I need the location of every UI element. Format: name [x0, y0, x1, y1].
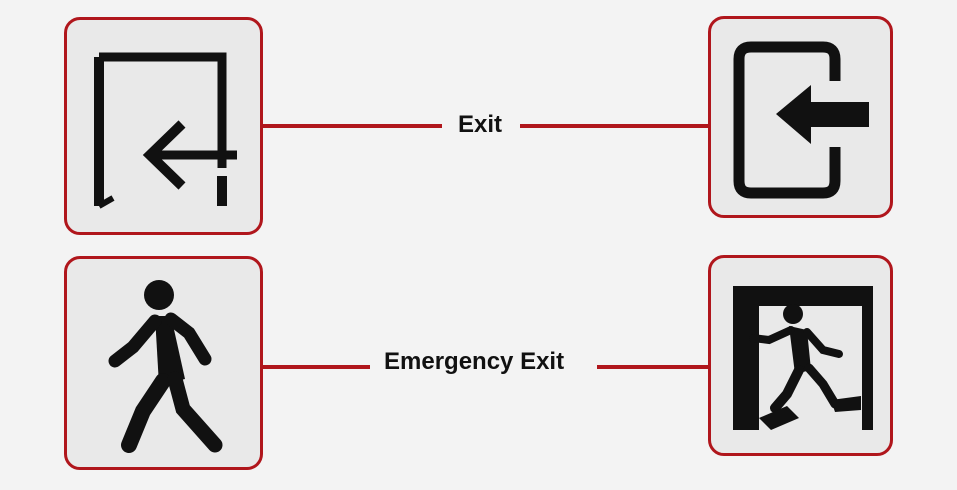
- emergency-exit-connector-right: [597, 365, 710, 369]
- exit-connector-right: [520, 124, 710, 128]
- door-exit-arrow-icon: [94, 52, 237, 209]
- running-person-exit-door-icon: [733, 286, 873, 430]
- emergency-exit-label: Emergency Exit: [378, 348, 571, 376]
- emergency-exit-tile-left: [64, 256, 263, 470]
- exit-sign-tile-left: [64, 17, 263, 235]
- sign-in-arrow-icon: [733, 41, 869, 199]
- emergency-exit-connector-left: [262, 365, 370, 369]
- walking-person-icon: [108, 280, 223, 453]
- emergency-exit-tile-right: [708, 255, 893, 456]
- exit-connector-left: [262, 124, 442, 128]
- exit-label: Exit: [452, 111, 509, 139]
- exit-sign-tile-right: [708, 16, 893, 218]
